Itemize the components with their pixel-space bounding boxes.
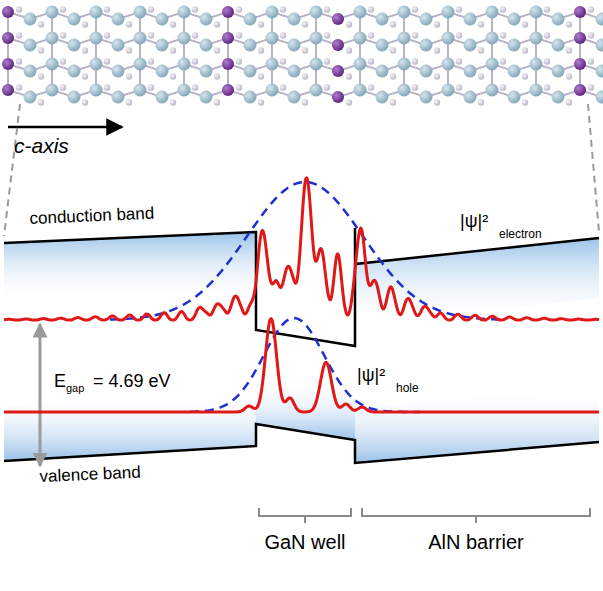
region-label: GaN well	[264, 531, 345, 553]
axis-label: c-axis	[14, 134, 69, 157]
region-brackets	[259, 508, 590, 523]
wavefunction-label: |ψ|²	[460, 212, 488, 232]
crystal-structure	[2, 6, 603, 106]
region-label: AlN barrier	[428, 531, 524, 553]
band-label: conduction band	[29, 205, 154, 229]
wavefunction-subscript: electron	[499, 228, 542, 241]
band-diagram	[4, 228, 599, 463]
wavefunction-label: |ψ|²	[357, 366, 385, 386]
wavefunction-subscript: hole	[396, 382, 419, 395]
gap-value: = 4.69 eV	[93, 372, 171, 392]
band-label: valence band	[39, 464, 141, 487]
wavefunctions	[4, 178, 599, 412]
gap-subscript: gap	[66, 382, 84, 394]
gap-label: E	[54, 372, 66, 392]
gap-arrow	[39, 324, 42, 466]
axis-arrow	[8, 126, 122, 129]
